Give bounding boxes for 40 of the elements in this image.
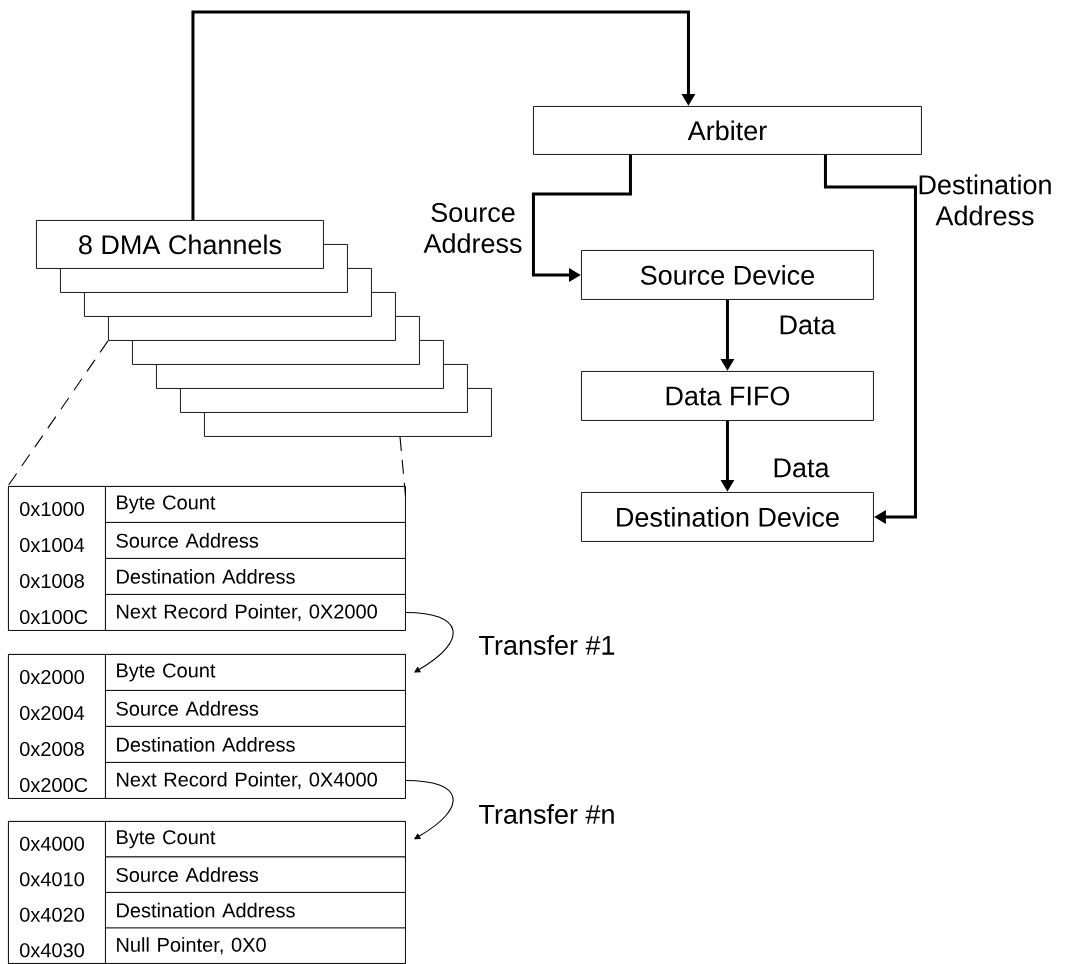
- address-label: 0x4030: [20, 943, 84, 958]
- address-label: 0x4010: [20, 872, 84, 887]
- address-label: 0x1000: [20, 501, 84, 517]
- table-cell: Source Address: [105, 690, 406, 727]
- edge-label: Data: [774, 458, 830, 478]
- address-label: 0x4000: [20, 836, 84, 851]
- address-label: 0x2004: [20, 705, 85, 721]
- arrow: [823, 154, 917, 524]
- arrow: [405, 779, 454, 840]
- table-cell: Source Address: [105, 856, 406, 893]
- address-label: 0x4020: [20, 907, 84, 922]
- address-label: 0x1008: [20, 573, 84, 589]
- edge-label: Data: [780, 315, 836, 335]
- table-cell: Null Pointer, 0X0: [105, 927, 406, 964]
- arrow: [191, 10, 696, 220]
- table-cell: Next Record Pointer, 0X4000: [105, 762, 406, 799]
- process-box: Destination Device: [581, 492, 874, 542]
- table-cell: Byte Count: [105, 486, 406, 523]
- address-label: 0x200C: [20, 777, 88, 793]
- address-label: 0x100C: [20, 609, 88, 625]
- address-label: 0x2008: [20, 741, 84, 757]
- process-box: Arbiter: [533, 106, 922, 155]
- process-box: 8 DMA Channels: [36, 220, 324, 269]
- address-label: 0x2000: [20, 669, 84, 685]
- table-cell: Byte Count: [105, 821, 406, 858]
- address-label: 0x1004: [20, 537, 85, 553]
- table-cell: Next Record Pointer, 0X2000: [105, 594, 406, 631]
- table-cell: Destination Address: [105, 558, 406, 595]
- process-box: Data FIFO: [581, 371, 874, 421]
- table-cell: Source Address: [105, 522, 406, 559]
- table-cell: Destination Address: [105, 892, 406, 929]
- edge-label: Transfer #1: [479, 635, 615, 655]
- edge-label: Destination Address: [919, 174, 1051, 226]
- edge-label: Source Address: [423, 202, 522, 254]
- edge-label: Transfer #n: [479, 804, 614, 824]
- process-box: Source Device: [581, 250, 874, 300]
- dashed-line: [7, 340, 109, 487]
- table-cell: Byte Count: [105, 654, 406, 691]
- arrow: [405, 611, 454, 673]
- table-cell: Destination Address: [105, 726, 406, 763]
